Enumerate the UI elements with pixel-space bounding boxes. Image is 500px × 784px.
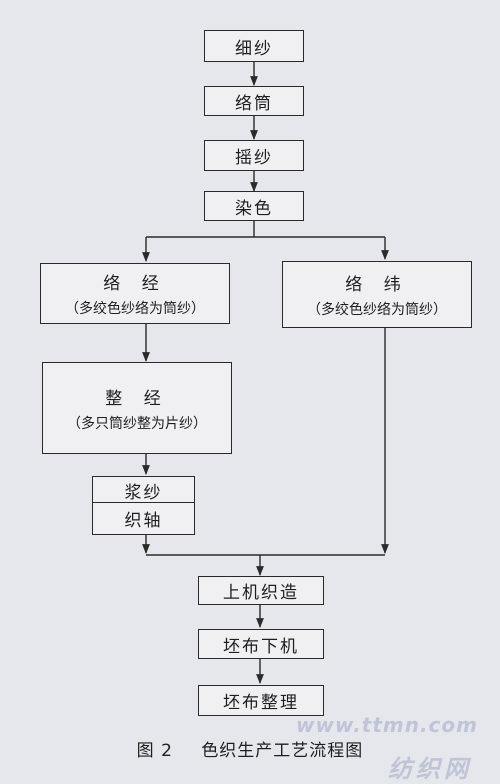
node-spinning: 细纱	[204, 30, 304, 62]
node-finishing: 坯布整理	[198, 685, 324, 716]
node-sizing-label: 浆纱	[124, 483, 163, 503]
node-beaming-label: 织轴	[124, 511, 163, 531]
node-finishing-label: 坯布整理	[223, 693, 299, 713]
watermark-name: 纺织网	[388, 755, 472, 783]
node-warping: 整 经 （多只筒纱整为片纱）	[42, 362, 232, 454]
node-weft-winding: 络 纬 （多绞色纱络为筒纱）	[282, 261, 472, 328]
figure-caption: 图 2 色织生产工艺流程图	[0, 736, 500, 761]
node-warp-winding-title: 络 经	[103, 274, 167, 294]
node-winding: 络筒	[204, 86, 304, 116]
node-beaming: 织轴	[92, 502, 195, 535]
node-weft-winding-note: （多绞色纱络为筒纱）	[307, 302, 447, 318]
node-weaving: 上机织造	[198, 576, 324, 605]
figure-number: 图 2	[136, 741, 173, 761]
node-dyeing: 染色	[204, 191, 304, 221]
node-reeling-label: 摇纱	[235, 148, 273, 168]
node-winding-label: 络筒	[235, 93, 273, 114]
node-warping-note: （多只筒纱整为片纱）	[67, 415, 207, 432]
node-warp-winding: 络 经 （多绞色纱络为筒纱）	[40, 263, 230, 324]
node-doffing: 坯布下机	[198, 629, 324, 659]
node-weaving-label: 上机织造	[223, 583, 299, 603]
node-dyeing-label: 染色	[235, 198, 273, 219]
node-reeling: 摇纱	[204, 140, 304, 171]
node-warp-winding-note: （多绞色纱络为筒纱）	[65, 301, 205, 317]
node-spinning-label: 细纱	[235, 38, 273, 59]
watermark-url: www.ttmn.com	[296, 713, 478, 737]
figure-title: 色织生产工艺流程图	[201, 741, 364, 761]
node-doffing-label: 坯布下机	[223, 636, 299, 657]
node-warping-title: 整 经	[105, 388, 169, 409]
node-sizing: 浆纱	[92, 476, 195, 505]
node-weft-winding-title: 络 纬	[345, 275, 409, 295]
